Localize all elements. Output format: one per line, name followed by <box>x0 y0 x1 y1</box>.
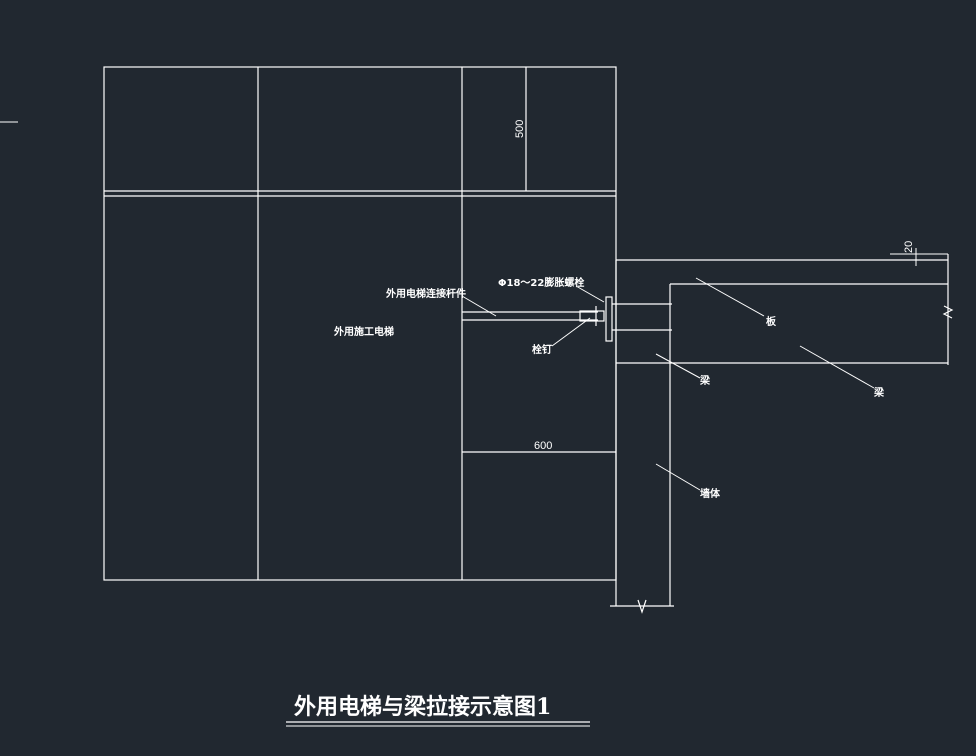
leader-lines <box>461 277 875 491</box>
label-nail: 栓钉 <box>532 343 552 356</box>
elevator-cage <box>103 66 617 581</box>
label-elevator: 外用施工电梯 <box>333 325 394 338</box>
leader-slab <box>695 277 765 317</box>
leader-wall <box>655 463 701 491</box>
expansion-bolts <box>612 303 672 331</box>
dimension-20: 20 <box>903 241 915 253</box>
leader-beam <box>799 345 875 389</box>
connector-rod <box>462 296 613 342</box>
label-bolt: Φ18～22膨胀螺栓 <box>498 276 584 289</box>
leader-beam-small <box>655 353 701 379</box>
label-wall: 墙体 <box>700 487 721 500</box>
anchor-plate <box>605 296 613 342</box>
label-beam-small: 梁 <box>699 374 711 387</box>
leader-bolt <box>575 285 605 303</box>
break-symbol-bottom <box>637 599 647 614</box>
label-connector: 外用电梯连接杆件 <box>385 287 466 300</box>
leader-nail <box>551 317 591 347</box>
leader-connector <box>461 295 497 317</box>
elevator-outer-frame <box>103 66 617 581</box>
label-slab: 板 <box>766 315 777 328</box>
building-structure <box>610 248 954 614</box>
dimension-600: 600 <box>534 440 552 452</box>
label-beam: 梁 <box>873 386 885 399</box>
break-symbol-right <box>942 305 954 319</box>
rod-end-clamp <box>579 310 605 322</box>
dimension-500: 500 <box>514 120 526 138</box>
drawing-title: 外用电梯与梁拉接示意图1 <box>294 694 551 720</box>
